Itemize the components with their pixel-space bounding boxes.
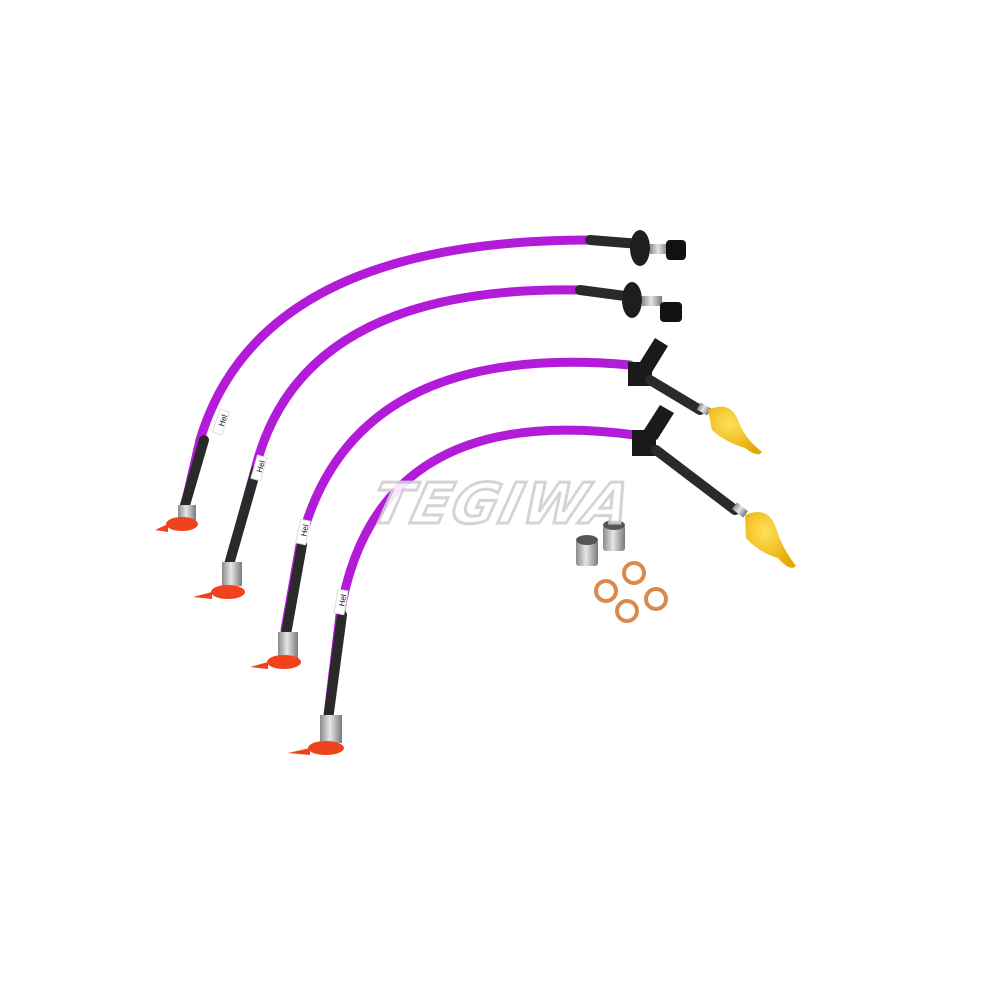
- svg-text:Hel: Hel: [217, 413, 229, 427]
- brake-hose-3: Hel: [250, 338, 762, 669]
- brake-hose-4: Hel: [288, 405, 796, 755]
- svg-text:Hel: Hel: [299, 523, 310, 537]
- adapter-fittings: [576, 520, 625, 566]
- brake-hose-1: Hel: [155, 230, 686, 532]
- brake-hose-2: Hel: [193, 282, 682, 599]
- svg-text:Hel: Hel: [255, 459, 267, 473]
- copper-washers: [594, 561, 668, 623]
- svg-text:Hel: Hel: [337, 593, 348, 607]
